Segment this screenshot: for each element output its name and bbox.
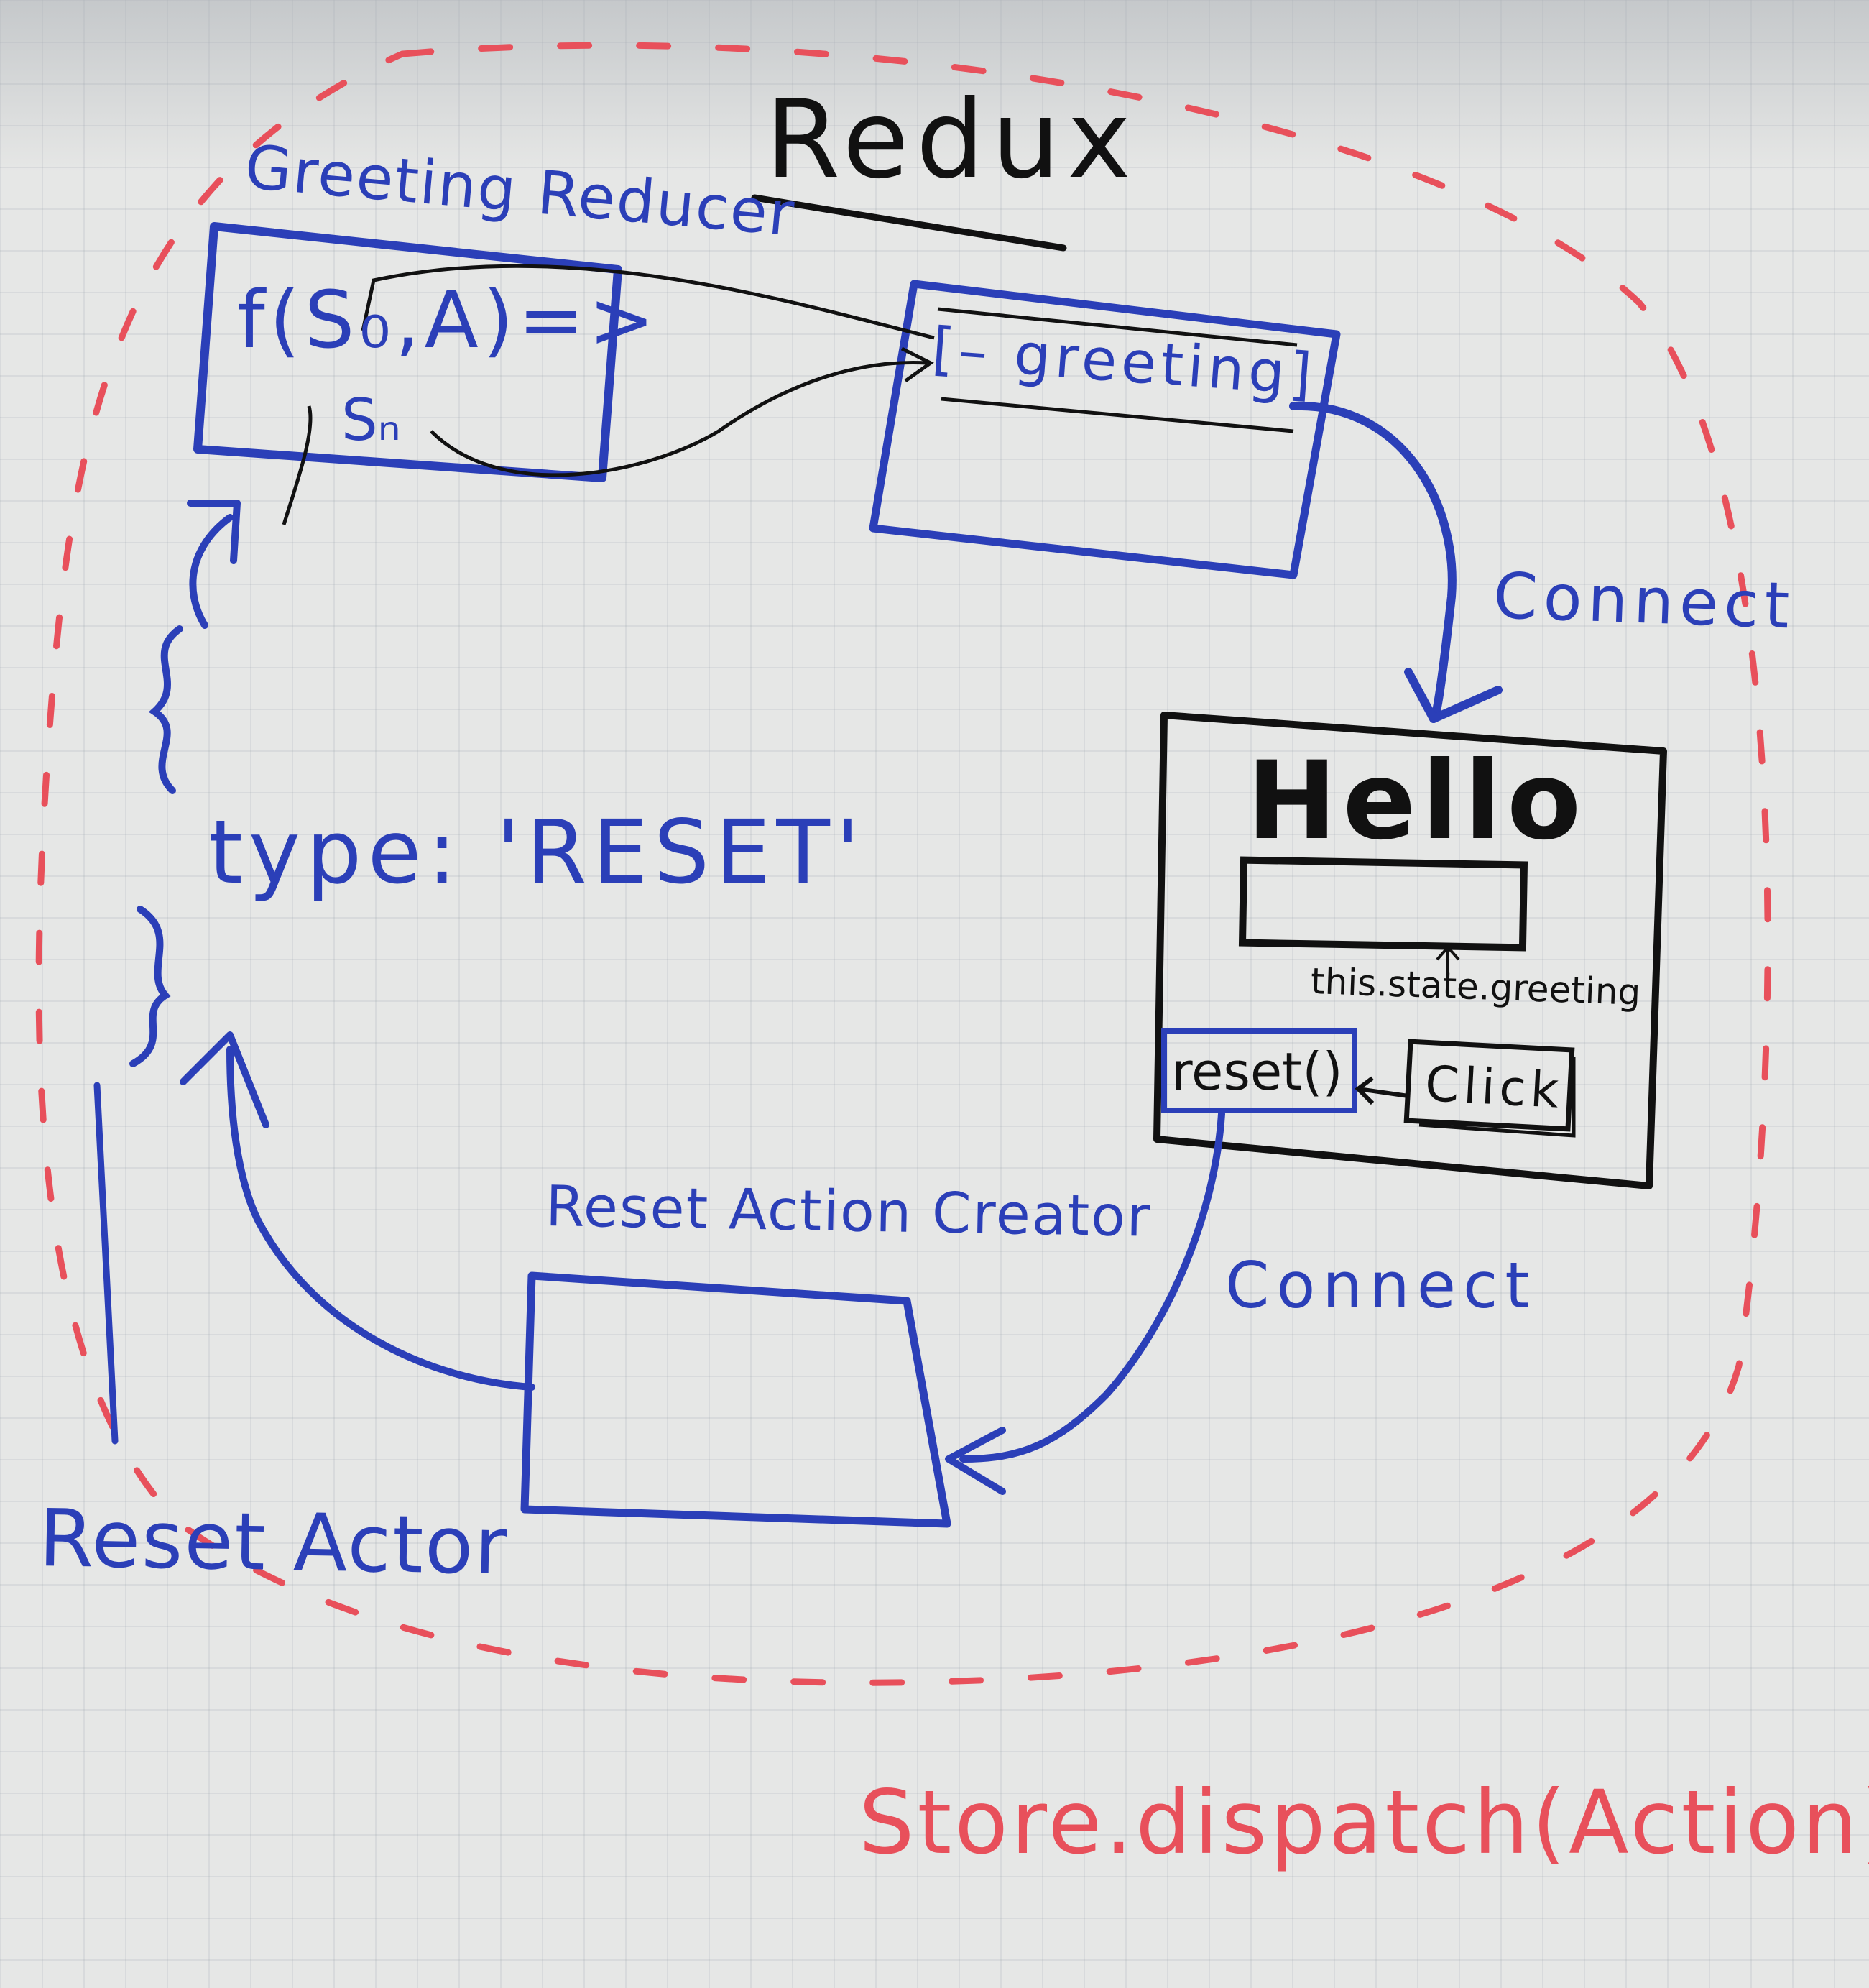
creator-to-action-arrowhead [180, 1031, 269, 1128]
component-box [1153, 712, 1667, 1189]
connect-top-label: Connect [1492, 558, 1796, 643]
connect-bottom-label: Connect [1225, 1248, 1537, 1322]
action-to-reducer-arrow [189, 514, 234, 629]
reducer-formula: f(S₀,A)=> [237, 274, 660, 366]
connect-top-arrow [1289, 401, 1457, 723]
click-button-shadow [1418, 1057, 1576, 1138]
action-creator-box [520, 1271, 951, 1528]
action-brace-bottom [129, 906, 171, 1067]
reducer-box [193, 222, 622, 482]
greeting-input [1238, 856, 1528, 952]
click-to-reset-arrow [1355, 1076, 1409, 1105]
connect-bottom-arrowhead [945, 1427, 1006, 1495]
reducer-output: Sₙ [341, 387, 401, 454]
click-button-box [1403, 1039, 1575, 1132]
action-creator-label: Reset Action Creator [545, 1174, 1152, 1250]
creator-to-action-arrow [226, 1046, 535, 1391]
dispatch-label: Store.dispatch(Action) [859, 1772, 1869, 1874]
store-key-line-top [937, 307, 1298, 347]
actor-line [93, 1082, 119, 1445]
store-key-line-bottom [941, 397, 1294, 433]
connect-bottom-arrow [959, 1110, 1225, 1463]
action-to-reducer-arrowhead [187, 500, 241, 564]
state-pointer-arrow [1436, 944, 1460, 981]
action-brace-top [148, 625, 183, 794]
action-type-label: type: 'RESET' [208, 801, 866, 903]
component-heading: Hello [1247, 739, 1587, 864]
reset-function-label: reset() [1171, 1041, 1343, 1102]
title-underline [751, 194, 1067, 252]
state-path-label: this.state.greeting [1310, 960, 1642, 1013]
actor-label: Reset Actor [37, 1492, 509, 1593]
state-in-arrow [361, 264, 935, 340]
connect-top-arrowhead [1404, 668, 1503, 723]
store-box [869, 280, 1341, 579]
reset-function-box [1161, 1028, 1357, 1113]
paper-shadow [0, 0, 1869, 172]
click-button-label: Click [1423, 1056, 1565, 1120]
state-out-arrow [430, 360, 928, 477]
state-out-arrowhead [900, 346, 934, 383]
store-boundary-dashed-loop [35, 42, 1771, 1686]
action-feed-line [282, 405, 313, 525]
diagram-title: Redux [765, 78, 1138, 203]
